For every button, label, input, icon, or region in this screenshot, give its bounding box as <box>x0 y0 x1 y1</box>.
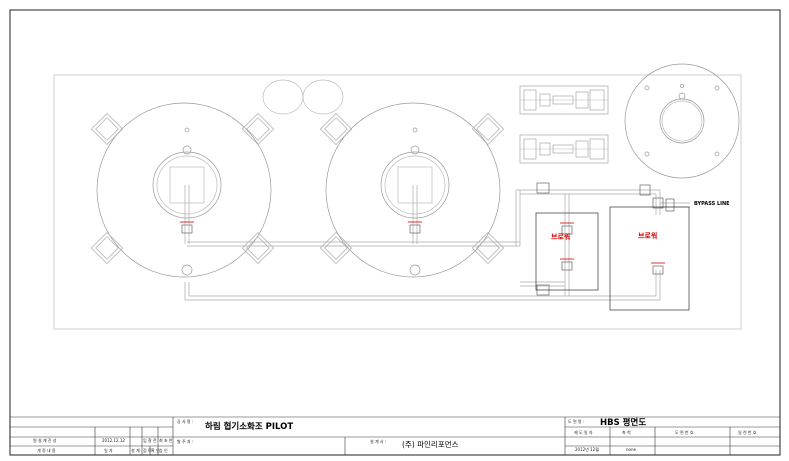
valve-handles <box>180 221 665 264</box>
revision-row-1-stage: 입 찰 전 <box>143 438 157 443</box>
col-date: 제 도 일 자 <box>574 430 593 435</box>
col-drawing-no: 도 면 번 호 <box>675 430 694 435</box>
revision-row-2-approve: 승 인 <box>159 448 168 453</box>
designer-caption: 설 계 사 : <box>370 439 387 444</box>
gas-holder-circles <box>262 79 344 115</box>
title-block-lines <box>10 416 780 455</box>
revision-row-2-desc: 개 정 내 용 <box>37 448 56 453</box>
revision-row-2-date: 일 자 <box>104 448 113 453</box>
revision-row-1-desc: 원 설 계 진 성 <box>33 438 57 443</box>
revision-row-2-confirm: 확 인 <box>151 448 160 453</box>
outer-border <box>9 9 781 456</box>
revision-row-1-date: 2012.12.12 <box>102 438 125 443</box>
blower-enclosure-1 <box>535 212 599 291</box>
date-value: 2012년 12월 <box>575 447 599 452</box>
revision-row-2-design: 설 계 <box>131 448 140 453</box>
piping <box>184 185 690 301</box>
project-name: 하림 협기소화조 PILOT <box>205 422 294 432</box>
revision-row-2-review: 검 토 <box>143 448 152 453</box>
drawing-name: HBS 평면도 <box>600 418 647 428</box>
revision-row-1-note: 최 초 안 <box>159 438 173 443</box>
col-scale: 축 척 <box>622 430 631 435</box>
tank-3 <box>624 63 740 179</box>
equipment-unit-2 <box>519 134 609 164</box>
client-caption: 발 주 처 : <box>177 439 194 444</box>
project-caption: 공 사 명 : <box>177 419 194 424</box>
plan-frame <box>53 74 742 330</box>
scale-value: none <box>626 447 636 452</box>
tank-1 <box>90 102 275 278</box>
bypass-line-label: BYPASS LINE <box>694 201 730 207</box>
blower-label-2: 브로워 <box>638 232 658 240</box>
blower-enclosure-2 <box>609 206 690 311</box>
drawing-caption: 도 면 명 : <box>568 419 585 424</box>
equipment-unit-1 <box>519 85 609 115</box>
tank-2 <box>319 102 505 278</box>
blower-label-1: 브로워 <box>551 233 571 241</box>
valves <box>181 182 675 296</box>
designer-name: (주) 파인리포먼스 <box>402 440 459 449</box>
col-serial-no: 일 련 번 호 <box>738 430 757 435</box>
